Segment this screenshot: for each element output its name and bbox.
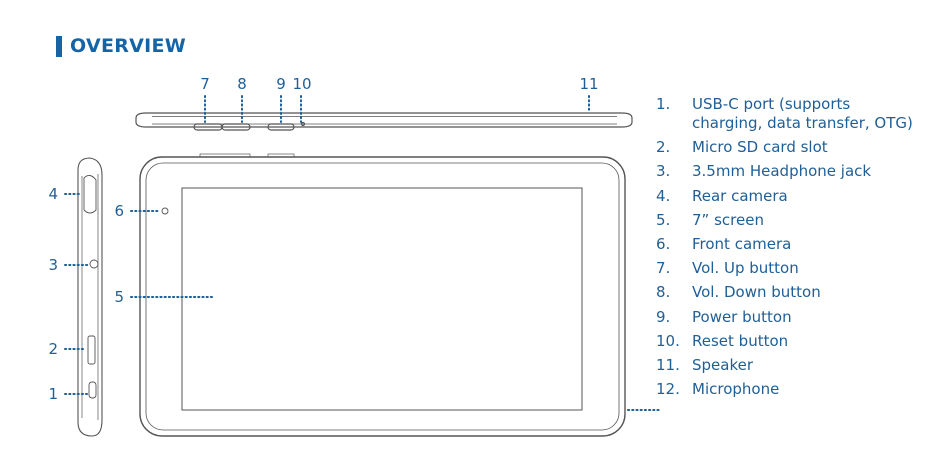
legend-item: 10. Reset button <box>656 332 916 351</box>
legend-item: 2. Micro SD card slot <box>656 138 916 157</box>
legend-label: Micro SD card slot <box>692 138 828 157</box>
legend-number: 12. <box>656 380 680 399</box>
legend-item: 8. Vol. Down button <box>656 283 916 302</box>
sd-card-slot <box>87 335 96 365</box>
callout-numbers: 4 3 2 1 6 5 7 8 9 10 11 <box>48 75 598 403</box>
legend-number: 3. <box>656 162 671 181</box>
tablet-front-view <box>139 153 626 437</box>
legend-number: 4. <box>656 186 671 205</box>
headphone-jack <box>89 259 99 269</box>
callout-11: 11 <box>579 75 598 93</box>
callout-7: 7 <box>200 75 210 93</box>
legend-list: 1. USB-C port (supports charging, data tr… <box>656 95 916 404</box>
legend-number: 5. <box>656 210 671 229</box>
legend-item: 12. Microphone <box>656 380 916 399</box>
legend-number: 11. <box>656 355 680 374</box>
legend-label: Microphone <box>692 380 780 399</box>
tablet-side-view <box>77 157 103 437</box>
legend-item: 11. Speaker <box>656 356 916 375</box>
legend-item: 1. USB-C port (supports charging, data tr… <box>656 95 916 133</box>
leader-lines <box>64 95 661 411</box>
legend-number: 6. <box>656 234 671 253</box>
tablet-top-view <box>135 112 633 131</box>
legend-label: Vol. Up button <box>692 259 799 278</box>
legend-label: Power button <box>692 307 792 326</box>
reset-hole <box>300 121 306 127</box>
legend-label: Front camera <box>692 234 792 253</box>
legend-label: 3.5mm Headphone jack <box>692 162 872 181</box>
callout-8: 8 <box>237 75 247 93</box>
legend-item: 3. 3.5mm Headphone jack <box>656 162 916 181</box>
legend-item: 5. 7” screen <box>656 211 916 230</box>
callout-10: 10 <box>292 75 311 93</box>
callout-5: 5 <box>114 288 124 306</box>
legend-number: 10. <box>656 331 680 350</box>
rear-camera-bump <box>83 175 97 214</box>
vol-down-button-top <box>221 123 251 131</box>
callout-2: 2 <box>48 340 58 358</box>
legend-number: 2. <box>656 138 671 157</box>
legend-item: 4. Rear camera <box>656 187 916 206</box>
front-camera-lens <box>161 207 169 215</box>
legend-number: 1. <box>656 95 671 113</box>
legend-number: 8. <box>656 283 671 302</box>
legend-number: 7. <box>656 259 671 278</box>
legend-item: 9. Power button <box>656 308 916 327</box>
legend-label: Vol. Down button <box>692 283 821 302</box>
legend-number: 9. <box>656 307 671 326</box>
legend-label: Speaker <box>692 355 754 374</box>
callout-4: 4 <box>48 185 58 203</box>
title-accent-bar <box>56 36 62 57</box>
legend-item: 6. Front camera <box>656 235 916 254</box>
legend-item: 7. Vol. Up button <box>656 259 916 278</box>
callout-1: 1 <box>48 385 58 403</box>
callout-9: 9 <box>276 75 286 93</box>
legend-label: USB-C port (supports charging, data tran… <box>692 95 913 132</box>
tablet-screen <box>181 187 583 411</box>
power-button-top <box>267 123 295 131</box>
legend-label: 7” screen <box>692 210 764 229</box>
usb-c-port <box>88 381 97 399</box>
legend-label: Reset button <box>692 331 789 350</box>
callout-3: 3 <box>48 256 58 274</box>
page-title: OVERVIEW <box>70 35 187 57</box>
legend-label: Rear camera <box>692 186 788 205</box>
callout-6: 6 <box>114 202 124 220</box>
